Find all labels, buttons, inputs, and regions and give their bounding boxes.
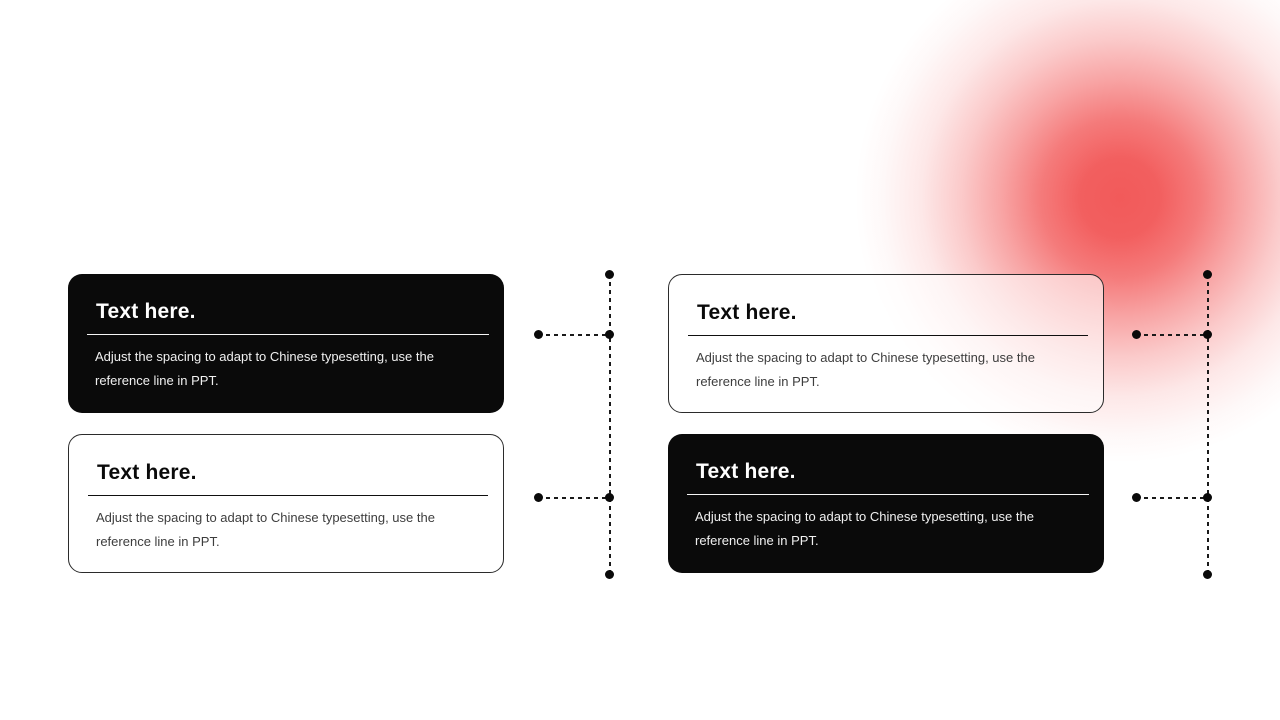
card-top-right: Text here. Adjust the spacing to adapt t…: [668, 274, 1104, 413]
connector-dot: [1203, 570, 1212, 579]
card-title: Text here.: [697, 301, 797, 324]
dashed-line-vertical: [609, 274, 611, 575]
connector-dot: [534, 330, 543, 339]
dashed-line-horizontal: [1136, 334, 1209, 336]
dashed-line-horizontal: [538, 497, 611, 499]
dashed-line-vertical: [1207, 274, 1209, 575]
connector-right: [1132, 270, 1214, 582]
card-bottom-right: Text here. Adjust the spacing to adapt t…: [668, 434, 1104, 573]
card-bottom-left: Text here. Adjust the spacing to adapt t…: [68, 434, 504, 573]
connector-dot: [534, 493, 543, 502]
dashed-line-horizontal: [1136, 497, 1209, 499]
connector-dot: [1203, 493, 1212, 502]
connector-dot: [1132, 330, 1141, 339]
card-body-text: Adjust the spacing to adapt to Chinese t…: [695, 509, 1034, 548]
connector-left: [534, 270, 616, 582]
connector-dot: [1203, 270, 1212, 279]
connector-dot: [605, 570, 614, 579]
dashed-line-horizontal: [538, 334, 611, 336]
title-underline: [87, 334, 489, 335]
card-title: Text here.: [96, 300, 196, 323]
connector-dot: [1132, 493, 1141, 502]
card-title: Text here.: [696, 460, 796, 483]
title-underline: [88, 495, 488, 496]
card-top-left: Text here. Adjust the spacing to adapt t…: [68, 274, 504, 413]
card-body-text: Adjust the spacing to adapt to Chinese t…: [696, 350, 1035, 389]
connector-dot: [1203, 330, 1212, 339]
title-underline: [687, 494, 1089, 495]
connector-dot: [605, 330, 614, 339]
title-underline: [688, 335, 1088, 336]
card-body-text: Adjust the spacing to adapt to Chinese t…: [95, 349, 434, 388]
card-title: Text here.: [97, 461, 197, 484]
connector-dot: [605, 270, 614, 279]
card-body-text: Adjust the spacing to adapt to Chinese t…: [96, 510, 435, 549]
connector-dot: [605, 493, 614, 502]
